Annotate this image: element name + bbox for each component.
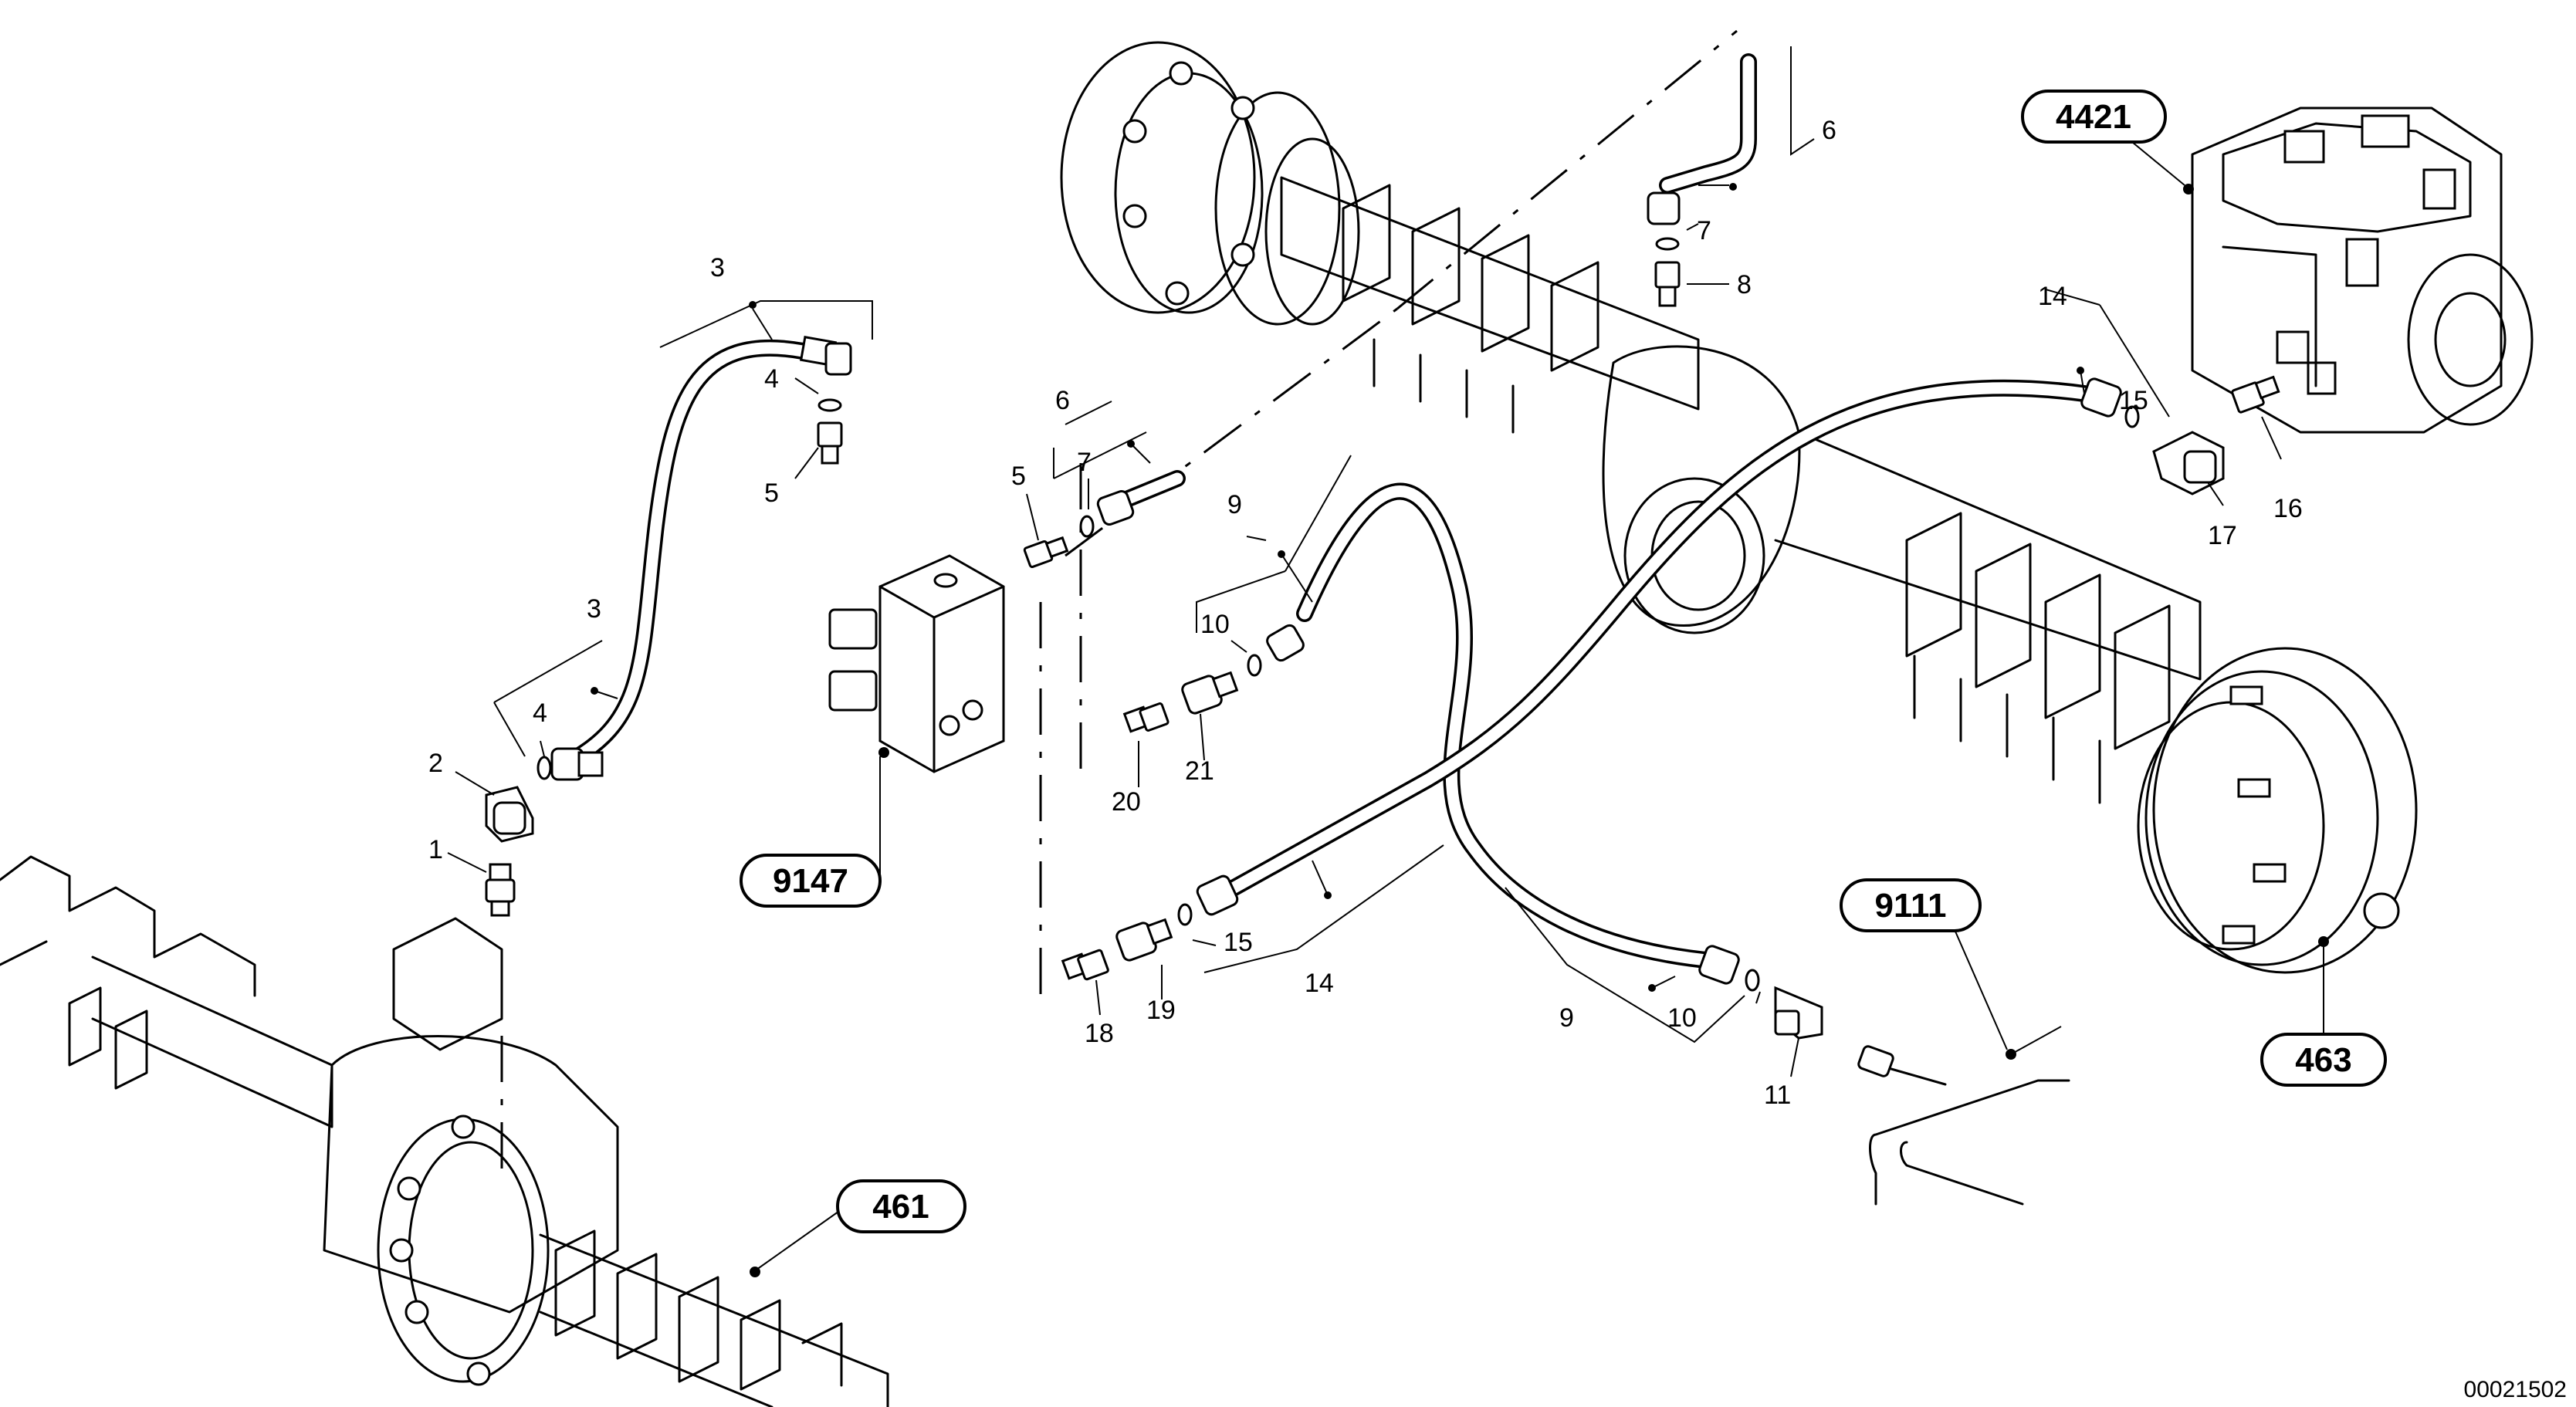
callout-6-top: 6	[1822, 116, 1836, 145]
callout-14-upper: 14	[2038, 282, 2067, 311]
callout-15-lower: 15	[1224, 928, 1253, 957]
hose-end-9-left	[1266, 624, 1305, 662]
document-number: 00021502	[2464, 1377, 2567, 1402]
adapter-5-upper	[817, 421, 843, 465]
adapter-8	[1654, 261, 1681, 307]
ref-463[interactable]: 463	[2260, 1033, 2387, 1087]
ref-4421[interactable]: 4421	[2021, 90, 2167, 144]
ref-9147[interactable]: 9147	[740, 854, 882, 908]
callout-10-upper: 10	[1200, 610, 1230, 639]
center-lines	[500, 29, 1738, 1181]
o-ring-4-upper	[817, 398, 842, 412]
adapter-20	[1122, 702, 1170, 733]
hose-end-9-right	[1698, 945, 1740, 985]
tank-fitting-9111	[1857, 1045, 2070, 1206]
elbow-2	[485, 786, 534, 843]
callout-2: 2	[428, 749, 443, 778]
hose-end-3-upper	[799, 336, 852, 376]
elbow-17	[2152, 431, 2225, 495]
callout-21: 21	[1185, 756, 1214, 786]
hose-end-14-right	[2080, 377, 2122, 418]
ref-4421-label: 4421	[2056, 98, 2131, 136]
callout-20: 20	[1112, 787, 1141, 817]
callout-3-lower: 3	[587, 594, 601, 624]
callout-7-middle: 7	[1077, 448, 1092, 477]
upper-axle-drawing	[1060, 41, 2418, 974]
callout-9-lower: 9	[1559, 1003, 1574, 1033]
adapter-18	[1061, 949, 1109, 981]
o-ring-10-right	[1745, 969, 1760, 992]
o-ring-7-top	[1655, 237, 1680, 251]
leaders	[447, 46, 2329, 1277]
adapter-5-middle	[1023, 536, 1069, 569]
adapter-16	[2231, 375, 2280, 414]
callout-labels: 3 4 5 3 4 2 1 6 5 7 6 7 8 9 10 21 20 15 …	[428, 116, 2303, 1110]
fittings	[485, 191, 2280, 1206]
hose-end-3-lower	[550, 747, 604, 781]
nipple-1	[485, 863, 516, 917]
callout-4-upper: 4	[764, 364, 779, 394]
pump-4421-drawing	[2191, 107, 2534, 434]
callout-6-middle: 6	[1055, 386, 1070, 415]
callout-18: 18	[1085, 1019, 1114, 1048]
ref-9147-label: 9147	[773, 862, 848, 900]
manifold-block	[828, 554, 1005, 773]
callout-3-upper: 3	[710, 253, 725, 282]
callout-5-middle: 5	[1011, 462, 1026, 491]
hose-end-6-top	[1647, 191, 1681, 225]
callout-9-upper: 9	[1227, 490, 1242, 519]
nut-21	[1181, 671, 1239, 715]
callout-8: 8	[1737, 270, 1752, 299]
callout-1: 1	[428, 835, 443, 864]
ref-9111[interactable]: 9111	[1840, 878, 1982, 932]
o-ring-10-left	[1247, 654, 1262, 677]
ref-461-label: 461	[872, 1188, 929, 1226]
o-ring-15-right	[2124, 405, 2140, 428]
callout-11: 11	[1764, 1081, 1791, 1110]
callout-5-upper: 5	[764, 479, 779, 508]
hose-end-6-middle	[1096, 489, 1135, 526]
callout-7-top: 7	[1697, 216, 1711, 245]
callout-19: 19	[1146, 996, 1176, 1025]
callout-15-upper: 15	[2119, 386, 2148, 415]
callout-17: 17	[2208, 521, 2237, 550]
ref-461[interactable]: 461	[836, 1179, 966, 1233]
callout-14-lower: 14	[1305, 969, 1334, 998]
o-ring-15-left	[1177, 903, 1193, 926]
tee-11	[1774, 986, 1823, 1040]
hose-end-14-left	[1196, 874, 1239, 916]
lower-left-axle-drawing	[0, 855, 889, 1407]
nut-19	[1115, 918, 1173, 962]
ref-463-label: 463	[2295, 1041, 2351, 1079]
callout-16: 16	[2273, 494, 2303, 523]
o-ring-7-middle	[1079, 515, 1095, 538]
callout-4-lower: 4	[533, 698, 547, 728]
o-ring-4-lower	[537, 756, 552, 780]
callout-10-lower: 10	[1667, 1003, 1697, 1033]
ref-9111-label: 9111	[1874, 887, 1946, 925]
